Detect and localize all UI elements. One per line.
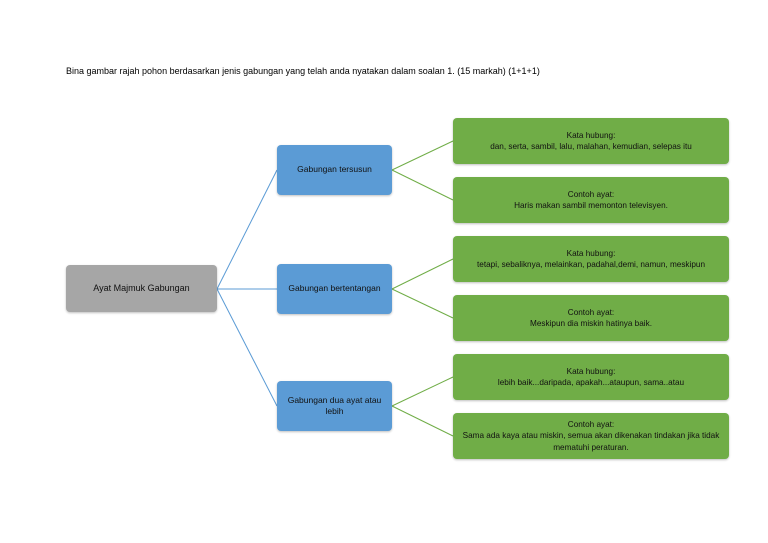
- leaf-node-text: dan, serta, sambil, lalu, malahan, kemud…: [490, 142, 692, 151]
- leaf-node-title: Contoh ayat:: [567, 420, 615, 430]
- connector-root-branch-3: [216, 288, 278, 407]
- connector-branch-1-leaf-2: [391, 169, 454, 201]
- branch-node-label: Gabungan dua ayat atau lebih: [287, 394, 382, 416]
- leaf-node-text: tetapi, sebaliknya, melainkan, padahal,d…: [476, 260, 706, 269]
- leaf-node-text: lebih baik...daripada, apakah...ataupun,…: [497, 378, 685, 387]
- leaf-node-1-1: Kata hubung: dan, serta, sambil, lalu, m…: [453, 118, 729, 164]
- leaf-node-2-1: Kata hubung: tetapi, sebaliknya, melaink…: [453, 236, 729, 282]
- connector-branch-3-leaf-1: [391, 376, 454, 407]
- leaf-node-title: Kata hubung:: [566, 366, 616, 376]
- connector-branch-2-leaf-2: [391, 288, 454, 319]
- connector-root-branch-1: [216, 169, 278, 290]
- branch-node-label: Gabungan bertentangan: [288, 283, 381, 294]
- connector-branch-2-leaf-1: [391, 258, 454, 290]
- leaf-node-2-2: Contoh ayat: Meskipun dia miskin hatinya…: [453, 295, 729, 341]
- branch-node-2: Gabungan bertentangan: [277, 264, 392, 314]
- leaf-node-title: Contoh ayat:: [567, 307, 615, 317]
- connector-branch-1-leaf-1: [391, 140, 454, 171]
- leaf-node-title: Kata hubung:: [566, 248, 616, 258]
- leaf-node-title: Kata hubung:: [566, 130, 616, 140]
- root-node-label: Ayat Majmuk Gabungan: [93, 283, 190, 294]
- leaf-node-text: Sama ada kaya atau miskin, semua akan di…: [462, 431, 720, 452]
- leaf-node-text: Haris makan sambil memonton televisyen.: [514, 201, 668, 210]
- leaf-node-1-2: Contoh ayat: Haris makan sambil memonton…: [453, 177, 729, 223]
- branch-node-label: Gabungan tersusun: [297, 164, 372, 175]
- leaf-node-title: Contoh ayat:: [567, 189, 615, 199]
- instruction-text: Bina gambar rajah pohon berdasarkan jeni…: [66, 66, 540, 76]
- root-node: Ayat Majmuk Gabungan: [66, 265, 217, 312]
- leaf-node-text: Meskipun dia miskin hatinya baik.: [530, 319, 652, 328]
- connector-branch-3-leaf-2: [391, 405, 454, 437]
- branch-node-1: Gabungan tersusun: [277, 145, 392, 195]
- leaf-node-3-2: Contoh ayat: Sama ada kaya atau miskin, …: [453, 413, 729, 459]
- leaf-node-3-1: Kata hubung: lebih baik...daripada, apak…: [453, 354, 729, 400]
- branch-node-3: Gabungan dua ayat atau lebih: [277, 381, 392, 431]
